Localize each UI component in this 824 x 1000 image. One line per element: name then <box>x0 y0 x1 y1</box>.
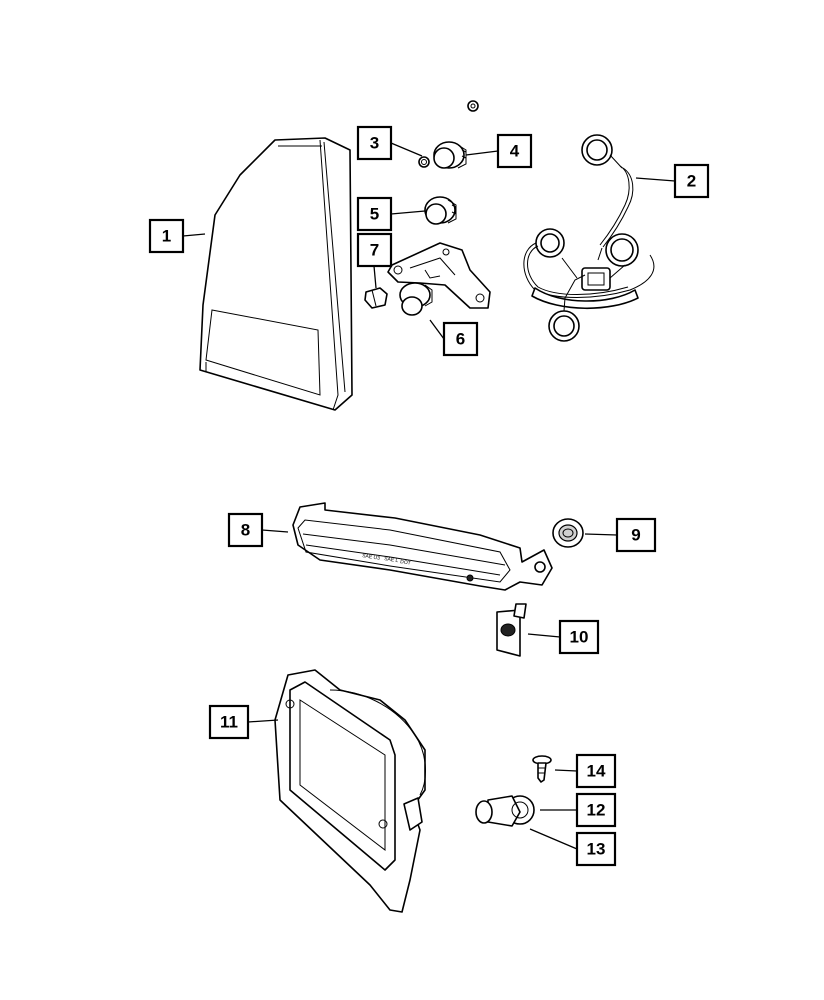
callout-11-label: 11 <box>220 713 238 732</box>
callout-6-label: 6 <box>456 330 465 349</box>
leader-lines <box>182 142 676 850</box>
callout-7: 7 <box>356 232 393 268</box>
callout-3: 3 <box>356 125 393 161</box>
bulb-socket-6 <box>399 282 433 316</box>
callout-5: 5 <box>356 196 393 232</box>
callout-14-label: 14 <box>587 762 606 781</box>
callout-6: 6 <box>442 321 479 357</box>
washer-top <box>467 100 479 112</box>
callout-4-label: 4 <box>510 142 520 161</box>
callout-12-label: 12 <box>587 801 606 820</box>
callout-9: 9 <box>615 517 657 553</box>
lamp-bracket <box>387 242 491 309</box>
callout-1: 1 <box>148 218 185 254</box>
callout-8-label: 8 <box>241 521 250 540</box>
bulb-3 <box>418 156 430 168</box>
callout-2: 2 <box>673 163 710 199</box>
callout-10: 10 <box>558 619 600 655</box>
callout-3-label: 3 <box>370 134 379 153</box>
license-bulb-socket <box>475 795 535 827</box>
lamp-marking-1: SAE U3 <box>362 553 381 562</box>
tail-lamp <box>199 137 353 411</box>
callout-9-label: 9 <box>631 526 640 545</box>
wiring-harness <box>523 134 655 342</box>
callout-14: 14 <box>575 753 617 789</box>
grommet <box>552 518 584 548</box>
callout-10-label: 10 <box>570 628 589 647</box>
lamp-marking-2: SAE L <box>384 556 399 564</box>
callout-13-label: 13 <box>587 840 606 859</box>
callout-8: 8 <box>227 512 264 548</box>
callout-1-label: 1 <box>162 227 171 246</box>
license-lamp <box>274 669 426 913</box>
callout-12: 12 <box>575 792 617 828</box>
bulb-socket-5 <box>424 196 457 225</box>
screw <box>532 755 552 783</box>
callout-11: 11 <box>208 704 250 740</box>
callout-13: 13 <box>575 831 617 867</box>
clip-nut <box>496 603 527 657</box>
callout-7-label: 7 <box>370 241 379 260</box>
lamp-marking-3: DOT <box>400 559 411 567</box>
callout-5-label: 5 <box>370 205 379 224</box>
bulb-7 <box>364 287 388 309</box>
high-mount-stop-lamp: SAE U3 SAE L DOT <box>292 502 553 591</box>
callout-2-label: 2 <box>687 172 696 191</box>
callout-4: 4 <box>496 133 533 169</box>
bulb-socket-4 <box>433 141 467 169</box>
